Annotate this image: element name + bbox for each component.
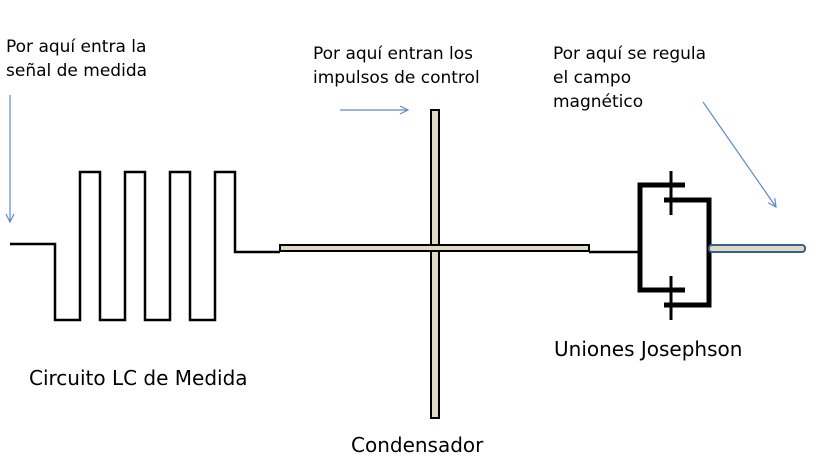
- capacitor-horizontal-plate: [279, 244, 590, 252]
- capacitor-label: Condensador: [351, 433, 484, 457]
- lc-meander-wire: [10, 170, 280, 322]
- field-arrow: [702, 101, 776, 207]
- josephson-junctions: [637, 171, 712, 320]
- lc-circuit-label: Circuito LC de Medida: [29, 366, 248, 390]
- capacitor-vertical-plate: [430, 109, 440, 419]
- control-input-annotation: Por aquí entran los impulsos de control: [313, 44, 480, 88]
- josephson-label: Uniones Josephson: [554, 337, 743, 361]
- magnetic-field-rod: [708, 244, 806, 253]
- signal-input-annotation: Por aquí entra la señal de medida: [6, 37, 148, 81]
- field-regulation-annotation: Por aquí se regula el campo magnético: [553, 44, 707, 112]
